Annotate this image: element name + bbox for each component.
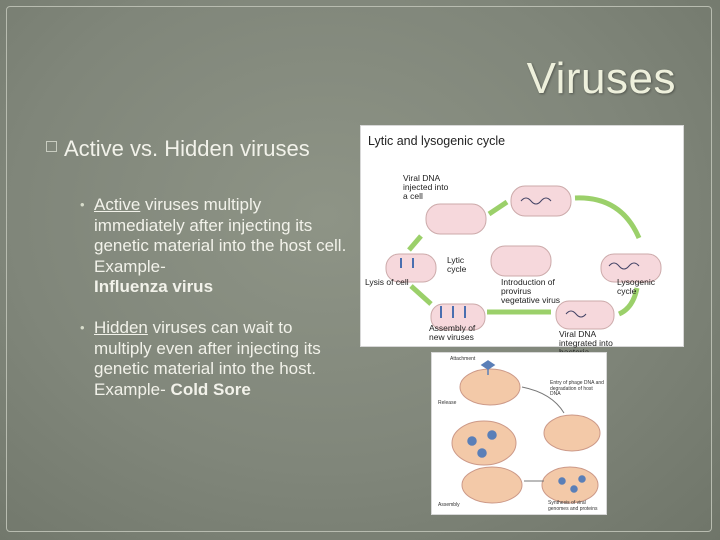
label-lysogenic-cycle: Lysogenic cycle <box>617 277 655 296</box>
green-arrow <box>487 199 509 217</box>
label-assembly-new-viruses: Assembly of new viruses <box>429 323 476 342</box>
flow-arrow <box>521 386 565 414</box>
term-active: Active <box>94 195 141 214</box>
green-arrow <box>407 234 423 252</box>
label-viral-dna-injected: Viral DNA injected into a cell <box>403 173 449 201</box>
lytic-lysogenic-diagram: Lytic and lysogenic cycle Viral DNA inje… <box>360 125 684 357</box>
phage-infection-diagram: Attachment Entry of phage DNA and degrad… <box>431 352 607 515</box>
label-assembly: Assembly <box>438 502 460 508</box>
cell-shape <box>425 203 487 235</box>
label-entry: Entry of phage DNA and degradation of ho… <box>550 380 604 397</box>
sub-bullet-text: Hidden viruses can wait to multiply even… <box>80 318 354 400</box>
cell-shape <box>451 420 517 466</box>
main-bullet-text: Active vs. Hidden viruses <box>64 136 310 161</box>
cell-shape <box>541 466 599 504</box>
cell-shape <box>490 245 552 277</box>
main-bullet: Active vs. Hidden viruses <box>46 135 346 162</box>
green-arrow <box>574 195 642 240</box>
slide-title: Viruses <box>526 54 676 103</box>
cell-shape <box>543 414 601 452</box>
phage-group <box>400 258 466 318</box>
cell-shape <box>385 253 437 283</box>
hidden-description: viruses can wait to multiply even after … <box>94 318 321 399</box>
label-lytic-cycle: Lytic cycle <box>447 255 467 274</box>
phage-group <box>467 360 586 493</box>
bullet-box-icon <box>46 141 57 152</box>
cell-shape <box>461 466 523 504</box>
cell-shape <box>600 253 662 283</box>
example-cold-sore: Cold Sore <box>170 379 251 399</box>
sub-bullet-text: Active viruses multiply immediately afte… <box>80 195 354 298</box>
label-lysis-of-cell: Lysis of cell <box>365 277 409 287</box>
cycle-illustration <box>385 185 662 331</box>
sub-bullet-active: • Active viruses multiply immediately af… <box>80 195 354 298</box>
slide-frame <box>6 6 712 532</box>
cell-shape <box>430 303 486 331</box>
bullet-dot-icon: • <box>80 320 85 335</box>
cell-shape <box>459 368 521 406</box>
label-attachment: Attachment <box>450 356 476 362</box>
label-synthesis: Synthesis of viral genomes and proteins <box>548 500 598 512</box>
diagram-title: Lytic and lysogenic cycle <box>368 134 506 148</box>
bullet-dot-icon: • <box>80 197 85 212</box>
example-influenza: Influenza virus <box>94 277 214 296</box>
dna-strand <box>565 310 587 318</box>
green-arrow <box>409 284 433 306</box>
label-introduction-provirus: Introduction of provirus vegetative viru… <box>501 277 561 305</box>
term-hidden: Hidden <box>94 318 148 337</box>
label-release: Release <box>438 400 457 406</box>
sub-bullet-hidden: • Hidden viruses can wait to multiply ev… <box>80 318 354 400</box>
dna-strand <box>520 197 552 205</box>
phage-illustration <box>451 360 601 504</box>
green-arrow <box>617 287 640 317</box>
active-description: viruses multiply immediately after injec… <box>94 195 347 276</box>
dna-strand <box>608 262 640 270</box>
